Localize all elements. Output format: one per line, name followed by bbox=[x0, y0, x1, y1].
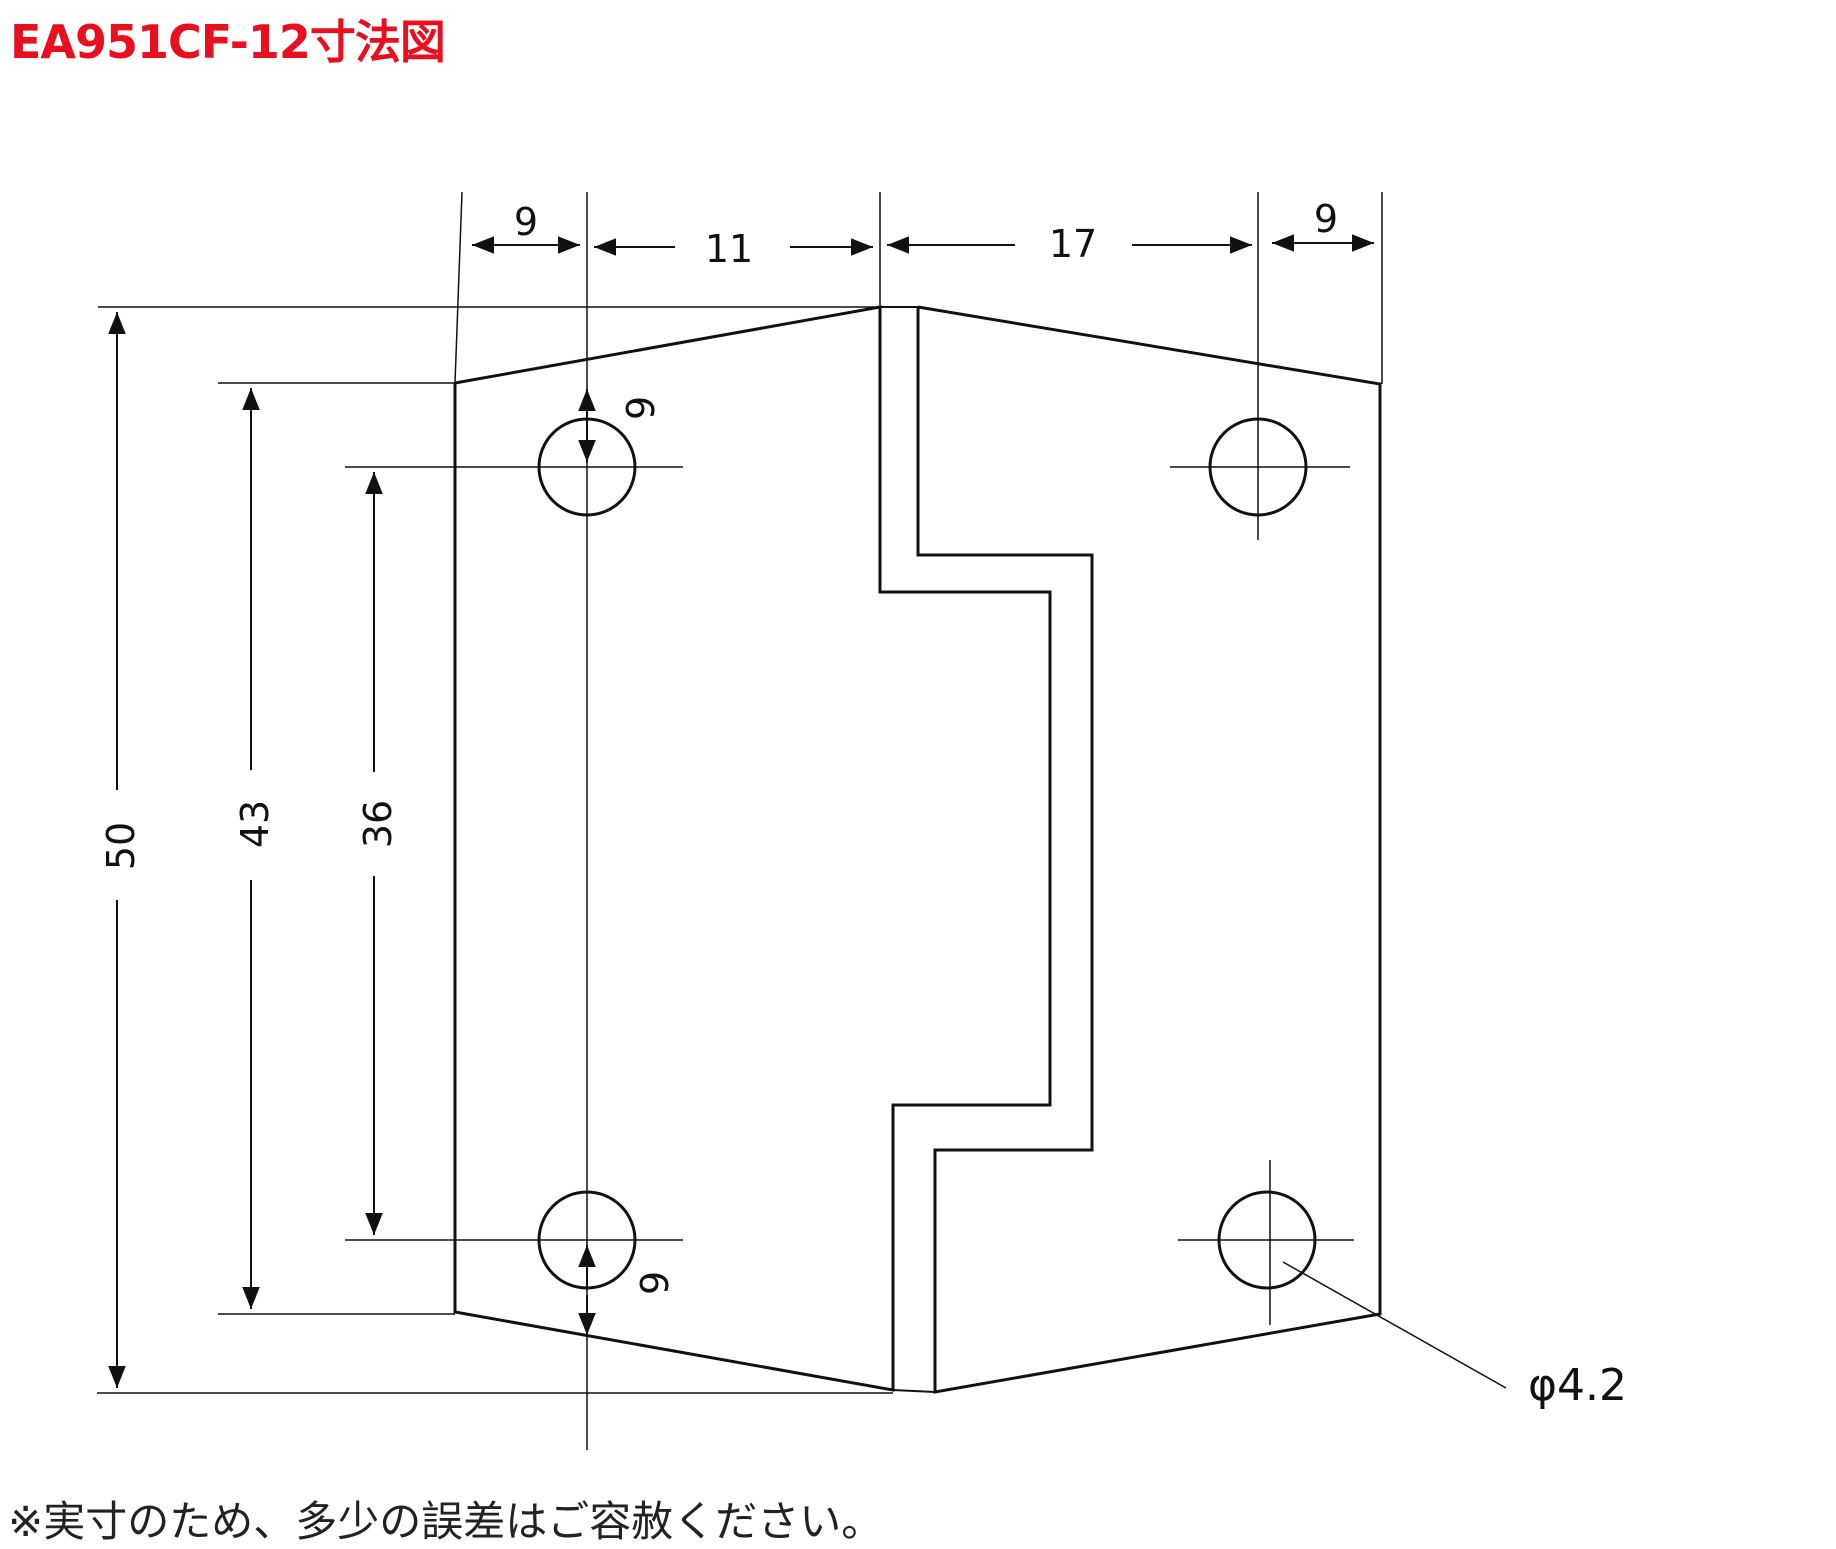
dim-top-left-margin: 9 bbox=[514, 200, 538, 244]
dim-top-center-right: 17 bbox=[1049, 222, 1097, 266]
dim-top-right-margin: 9 bbox=[1314, 197, 1338, 241]
dim-overall-height: 50 bbox=[99, 822, 143, 870]
dim-hole-offset-bottom: 6 bbox=[631, 1271, 675, 1295]
dim-hole-diameter: φ4.2 bbox=[1528, 1360, 1627, 1411]
center-lines bbox=[345, 192, 1354, 1450]
horizontal-dimensions bbox=[472, 234, 1374, 256]
mounting-holes bbox=[537, 417, 1317, 1290]
dim-hole-offset-top: 6 bbox=[617, 396, 661, 420]
extension-lines bbox=[97, 191, 1383, 1394]
hinge-outline bbox=[453, 305, 1382, 1394]
vertical-dimensions bbox=[108, 312, 596, 1388]
dim-hole-pitch: 36 bbox=[356, 800, 400, 848]
dim-top-center-left: 11 bbox=[705, 227, 753, 271]
hole-diameter-leader bbox=[1282, 1261, 1507, 1389]
dim-edge-hole-height: 43 bbox=[233, 800, 277, 848]
page-title: EA951CF-12寸法図 bbox=[10, 15, 446, 69]
footnote: ※実寸のため、多少の誤差はご容赦ください。 bbox=[8, 1497, 884, 1546]
